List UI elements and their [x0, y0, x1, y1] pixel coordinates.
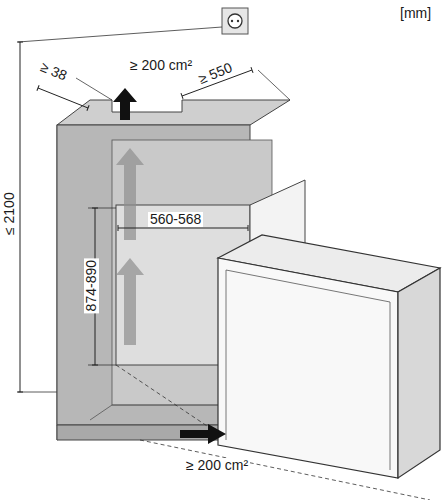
dimension-label: [mm]: [398, 6, 433, 21]
dimension-label: 874-890: [84, 258, 99, 313]
dimension-label: ≤ 2100: [2, 191, 17, 238]
dimension-label: ≥ 200 cm²: [128, 58, 194, 73]
dimension-label: 560-568: [148, 212, 203, 227]
dimension-label: ≥ 200 cm²: [184, 458, 250, 473]
dimension-label: ≥ 38: [36, 59, 71, 85]
